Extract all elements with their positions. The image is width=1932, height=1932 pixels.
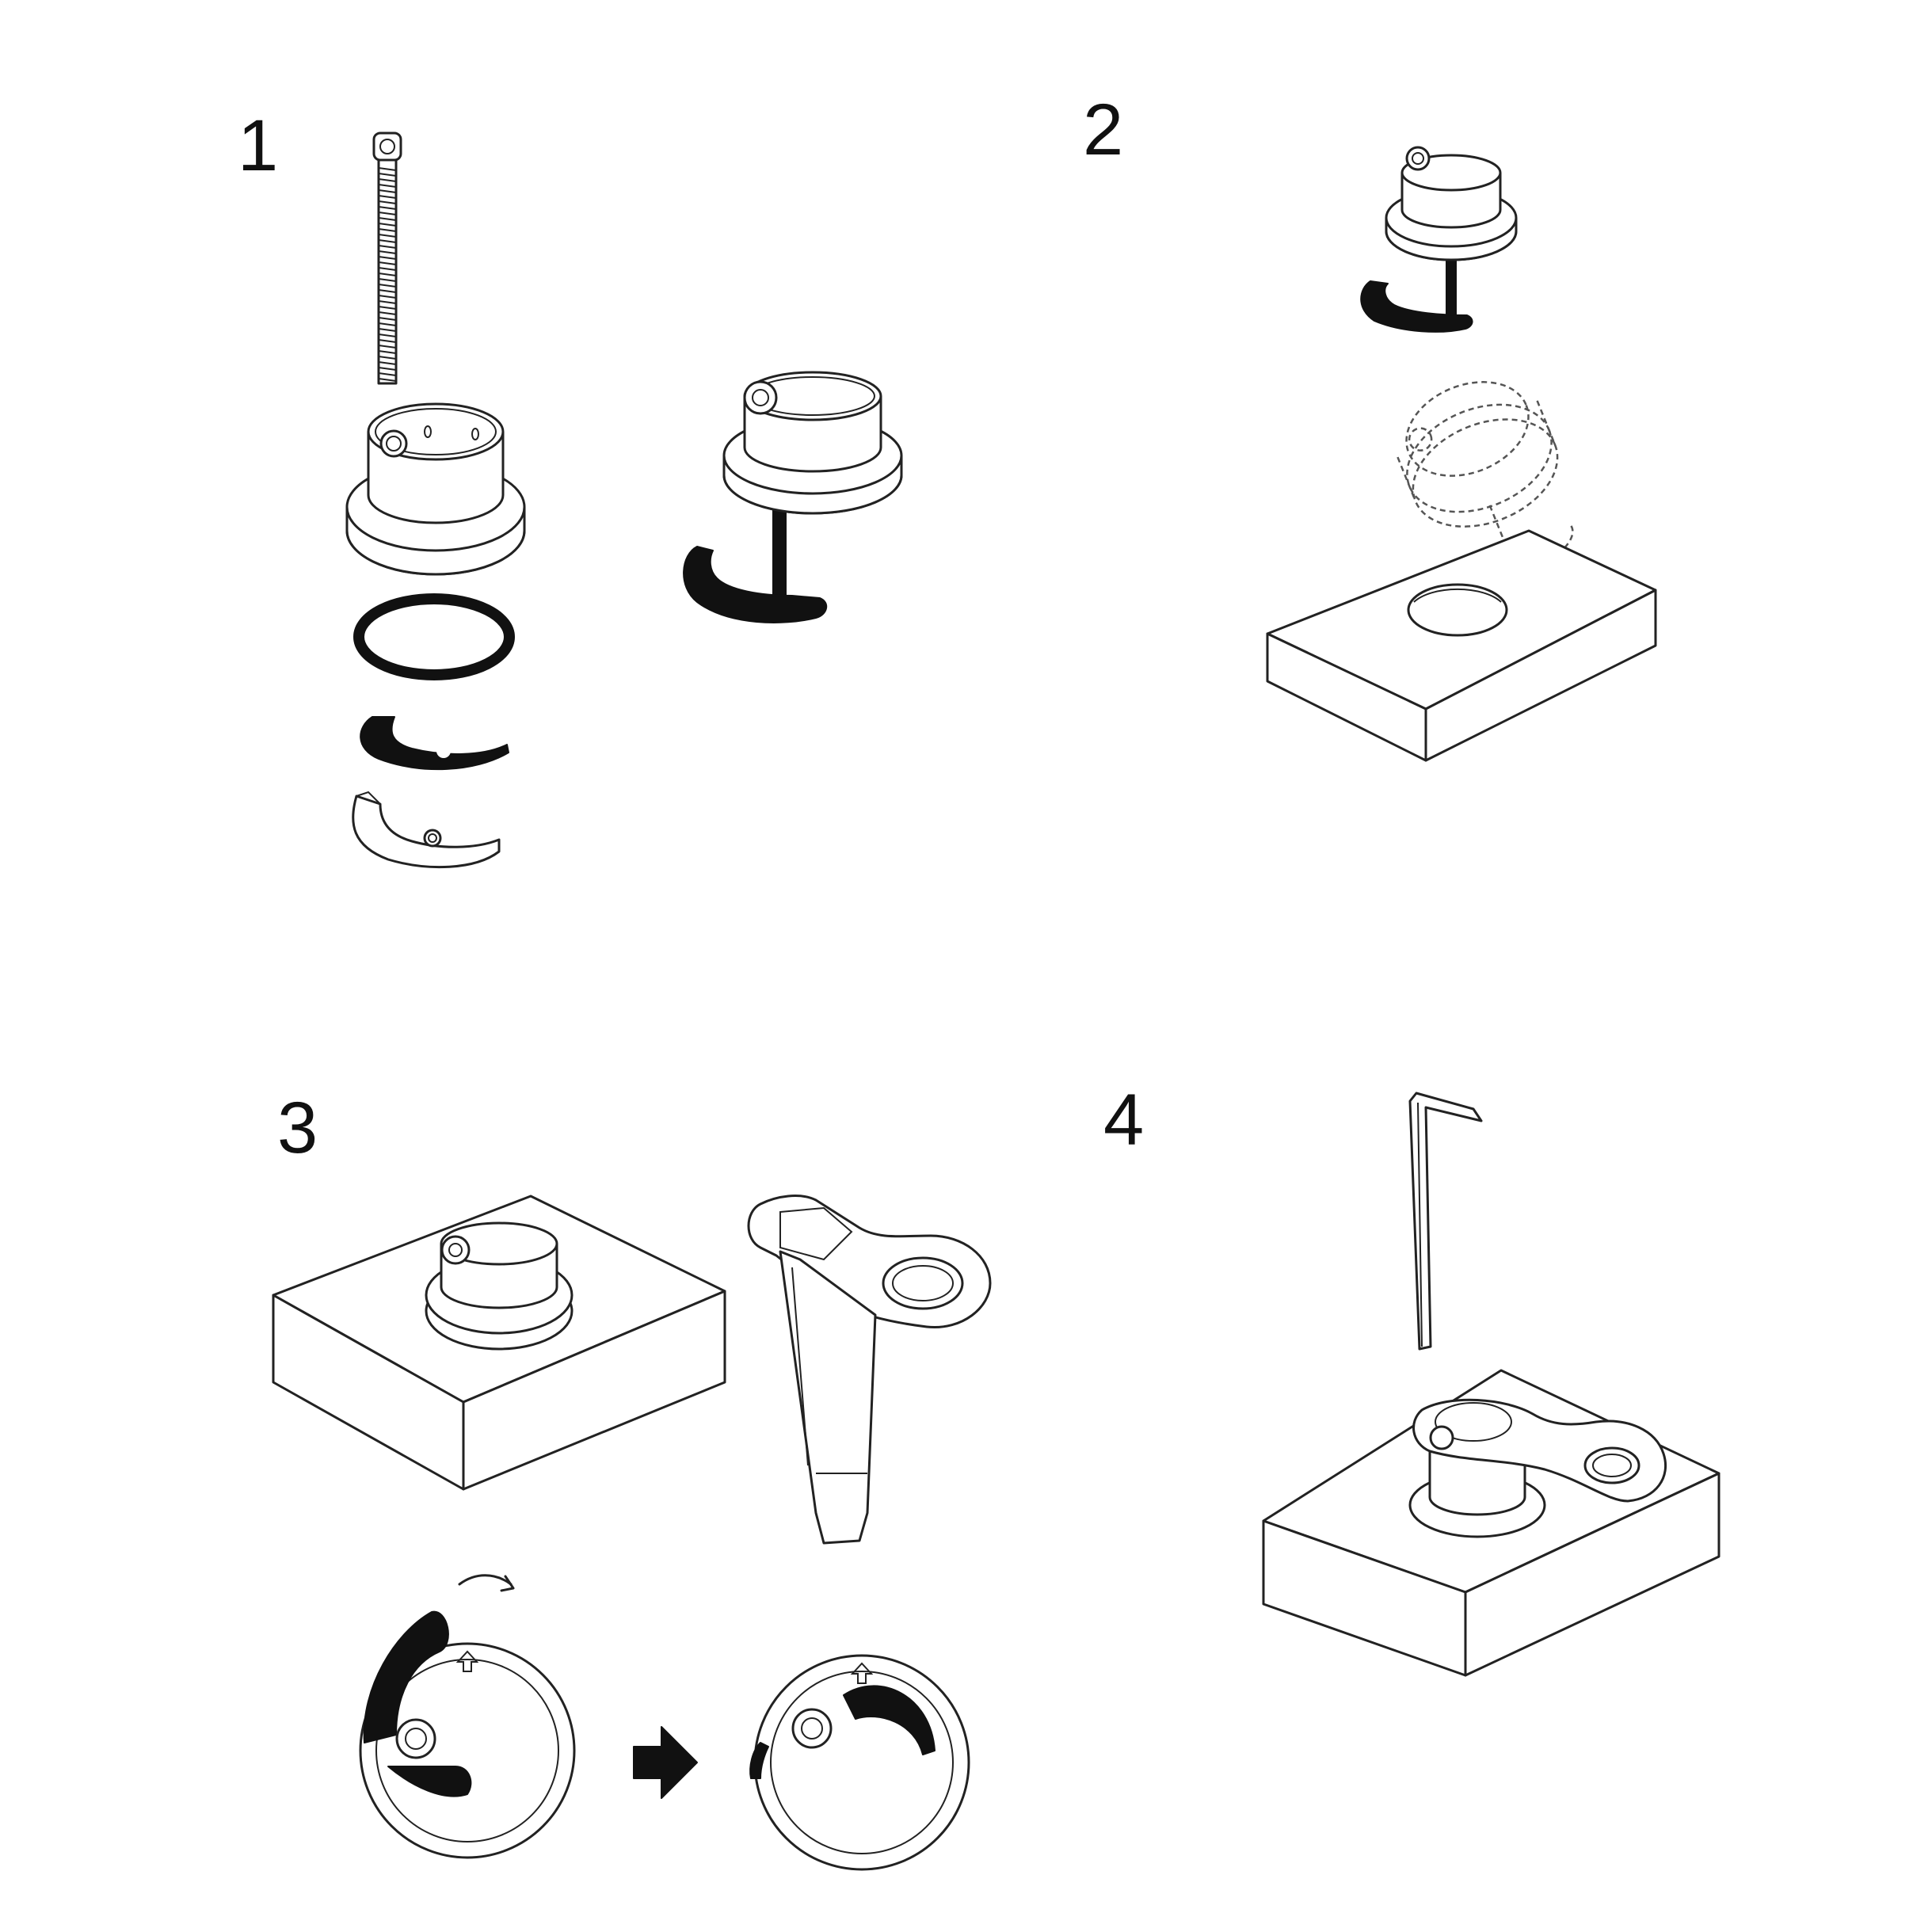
- screw-thread-line: [378, 339, 397, 343]
- screw-thread-line: [378, 295, 397, 299]
- screw-thread-line: [378, 184, 397, 188]
- screw-thread-line: [378, 367, 397, 371]
- worktop-board-with-spanner: [1262, 1369, 1721, 1677]
- screw-thread-line: [378, 333, 397, 337]
- screw-thread-line: [378, 350, 397, 354]
- step-1: 1: [238, 105, 903, 869]
- black-clamp-plate: [360, 716, 509, 771]
- screw-thread-line: [378, 217, 397, 221]
- step-4-number: 4: [1103, 1080, 1144, 1160]
- ghost-tilted-cup: [1397, 381, 1574, 582]
- step-4: 4: [1103, 1080, 1721, 1677]
- screw-thread-line: [378, 228, 397, 232]
- screw-thread-line: [378, 267, 397, 271]
- step-3: 3: [272, 1088, 992, 1871]
- cup-with-clamp: [1360, 146, 1518, 333]
- screw-thread-line: [378, 234, 397, 238]
- rotate-arrow-icon: [458, 1574, 515, 1592]
- step-2: 2: [1083, 90, 1657, 762]
- clamp-before-rotation: [359, 1610, 576, 1859]
- screw-thread-line: [378, 278, 397, 282]
- worktop-board-with-cup: [272, 1195, 726, 1491]
- screw-thread-line: [378, 261, 397, 265]
- spanner-tool: [747, 1195, 992, 1545]
- step-2-number: 2: [1083, 90, 1123, 170]
- screw-thread-line: [378, 317, 397, 321]
- screw-thread-line: [378, 189, 397, 193]
- screw-thread-line: [378, 223, 397, 227]
- screw-thread-line: [378, 284, 397, 288]
- screw-thread-line: [378, 372, 397, 376]
- screw-thread-line: [378, 250, 397, 254]
- screw-thread-line: [378, 300, 397, 304]
- screw-thread-line: [378, 200, 397, 204]
- screw-thread-line: [378, 356, 397, 360]
- screw-thread-line: [378, 322, 397, 326]
- screw-thread-line: [378, 245, 397, 249]
- hex-key: [1408, 1092, 1483, 1351]
- mounting-cup: [345, 402, 526, 576]
- screw-thread-line: [378, 256, 397, 260]
- o-ring: [353, 593, 515, 680]
- screw-thread-line: [378, 289, 397, 293]
- white-clamp-plate: [352, 791, 501, 869]
- screw-thread-line: [378, 345, 397, 349]
- assembled-cup: [683, 371, 903, 623]
- screw-thread-line: [378, 378, 397, 382]
- next-arrow-icon: [633, 1726, 698, 1799]
- screw-thread-line: [378, 328, 397, 332]
- screw-thread-line: [378, 311, 397, 315]
- screw-thread-line: [378, 211, 397, 215]
- screw-thread-line: [378, 173, 397, 177]
- screw-thread-line: [378, 167, 397, 171]
- screw-thread-line: [378, 178, 397, 182]
- step-3-number: 3: [277, 1088, 318, 1168]
- screw-thread-line: [378, 272, 397, 276]
- clamp-after-rotation: [749, 1654, 970, 1871]
- screw-thread-line: [378, 239, 397, 243]
- screw-thread-line: [378, 195, 397, 199]
- screw-thread-line: [378, 306, 397, 310]
- cap-screw: [372, 131, 402, 385]
- screw-thread-line: [378, 206, 397, 210]
- screw-thread-line: [378, 361, 397, 365]
- worktop-board: [1266, 529, 1657, 762]
- step-1-number: 1: [238, 105, 278, 186]
